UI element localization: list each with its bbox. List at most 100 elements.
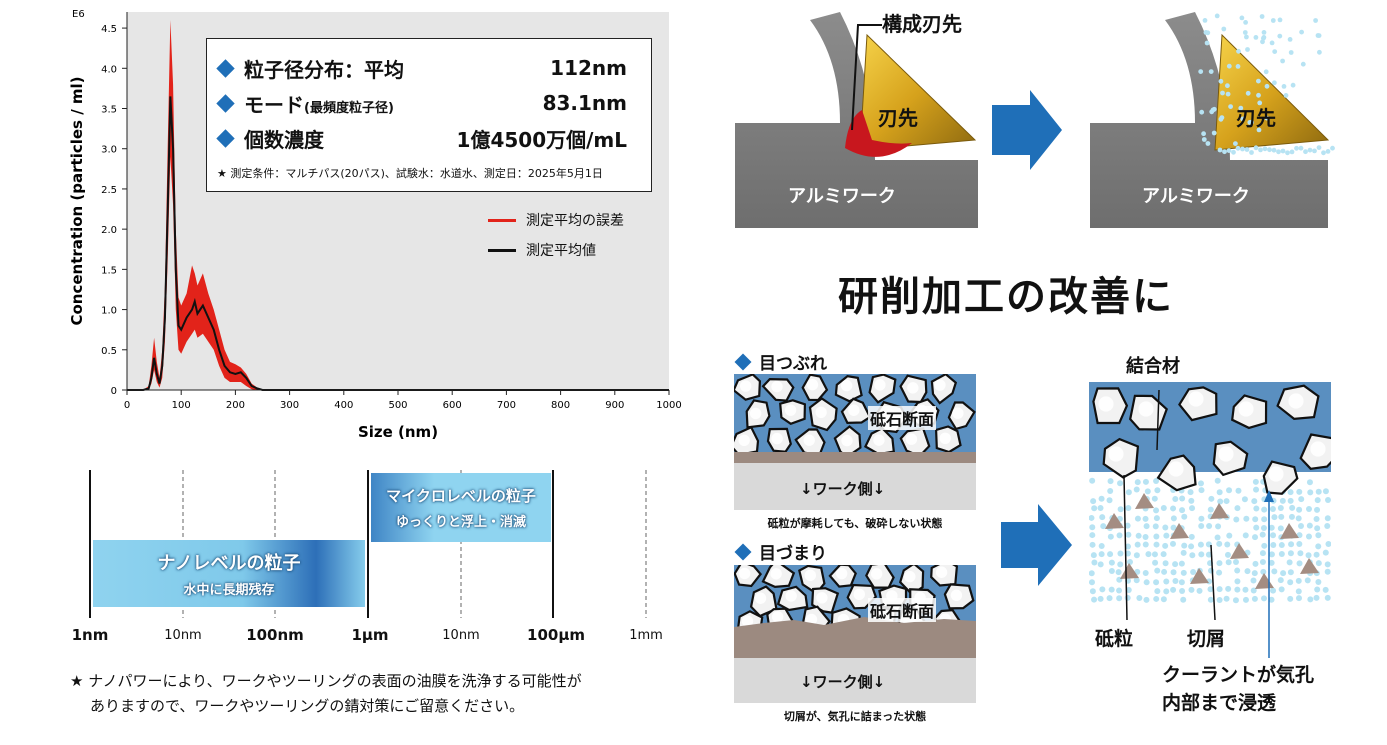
- coolant-bubble: [1244, 34, 1249, 40]
- coolant-bubble: [1153, 478, 1160, 485]
- coolant-bubble: [1251, 498, 1258, 505]
- cutting-edge-diagrams: [735, 12, 1335, 228]
- coolant-bubble: [1089, 532, 1096, 539]
- coolant-bubble: [1277, 525, 1284, 532]
- coolant-bubble: [1283, 93, 1289, 98]
- coolant-bubble: [1268, 596, 1275, 603]
- coolant-bubble: [1294, 145, 1299, 151]
- coolant-bubble: [1299, 29, 1304, 35]
- coolant-bubble: [1263, 69, 1269, 75]
- measurement-conditions: ★ 測定条件：マルチパス(20パス)、試験水：水道水、測定日：2025年5月1日: [217, 167, 603, 180]
- coolant-bubble: [1160, 504, 1167, 511]
- coolant-bubble: [1144, 488, 1151, 495]
- abrasive-grain-highlight: [939, 432, 951, 445]
- chip-particle: [1280, 523, 1299, 539]
- coolant-bubble: [1153, 533, 1160, 540]
- coolant-bubble: [1289, 504, 1296, 511]
- coolant-bubble: [1181, 513, 1188, 520]
- abrasive-grain-highlight: [1138, 401, 1154, 417]
- stats-box: 粒子径分布：平均 112nm モード(最頻度粒子径) 83.1nm 個数濃度 1…: [206, 38, 652, 192]
- coolant-bubble: [1172, 561, 1179, 568]
- coolant-bubble: [1271, 514, 1278, 521]
- coolant-bubble: [1097, 505, 1104, 512]
- glazing-heading: 目つぶれ: [734, 349, 827, 374]
- coolant-bubble: [1216, 586, 1223, 593]
- coolant-bubble: [1244, 568, 1251, 575]
- coolant-bubble: [1272, 49, 1278, 54]
- built-up-edge-label: 構成刃先: [882, 12, 962, 36]
- work-label-left: アルミワーク: [788, 186, 896, 207]
- coolant-bubble: [1286, 559, 1293, 566]
- coolant-bubble: [1325, 149, 1331, 154]
- abrasive-grain-highlight: [749, 407, 762, 420]
- coolant-bubble: [1107, 533, 1114, 540]
- coolant-bubble: [1235, 64, 1241, 69]
- abrasive-grain-highlight: [771, 611, 784, 623]
- abrasive-grain-highlight: [835, 567, 848, 580]
- coolant-bubble: [1218, 116, 1224, 122]
- coolant-bubble: [1297, 550, 1304, 557]
- stat-mean-label: 粒子径分布：平均: [244, 57, 404, 82]
- coolant-bubble: [1305, 506, 1312, 513]
- coolant-bubble: [1179, 495, 1186, 502]
- coolant-bubble: [1305, 552, 1312, 559]
- coolant-bubble: [1179, 587, 1186, 594]
- coolant-bubble: [1264, 115, 1270, 121]
- abrasive-grain-highlight: [874, 379, 886, 391]
- x-tick-label: 0: [124, 400, 130, 411]
- coolant-bubble: [1206, 522, 1213, 529]
- coolant-bubble: [1306, 479, 1313, 486]
- scale-label-1nm: 1nm: [71, 626, 109, 644]
- built-up-edge: [845, 110, 912, 157]
- abrasive-grain-highlight: [1188, 391, 1204, 407]
- abrasive-grain-highlight: [905, 433, 918, 445]
- coolant-bubble: [1307, 147, 1313, 153]
- coolant-bubble: [1198, 69, 1204, 74]
- coolant-bubble: [1226, 532, 1233, 539]
- coolant-bubble: [1270, 541, 1277, 548]
- coolant-bubble: [1252, 560, 1259, 567]
- glazing-work-side: ↓ワーク側↓: [800, 480, 886, 498]
- diamond-icon: [734, 543, 752, 560]
- stat-mean: 粒子径分布：平均 112nm: [215, 53, 627, 83]
- y-tick-label: 3.0: [101, 145, 117, 156]
- micro-level-subtitle: ゆっくりと浮上・消滅: [395, 515, 526, 530]
- coolant-bubble: [1116, 587, 1123, 594]
- legend-mean-label: 測定平均値: [526, 243, 596, 259]
- chips-label: 切屑: [1187, 628, 1226, 650]
- coolant-bubbles: [1198, 13, 1335, 156]
- coolant-bubble: [1288, 513, 1295, 520]
- coolant-bubble: [1234, 586, 1241, 593]
- abrasive-grain-highlight: [803, 434, 815, 446]
- arrow-right-icon: [992, 90, 1062, 170]
- coolant-bubble: [1252, 534, 1259, 541]
- coolant-bubble: [1298, 496, 1305, 503]
- coolant-bubble: [1163, 532, 1170, 539]
- coolant-bubble: [1253, 524, 1260, 531]
- coolant-bubble: [1298, 145, 1304, 151]
- y-tick-label: 4.0: [101, 64, 117, 75]
- coolant-bubble: [1268, 551, 1275, 558]
- coolant-bubble: [1224, 551, 1231, 558]
- coolant-bubble: [1259, 531, 1266, 538]
- coolant-bubble: [1271, 147, 1277, 153]
- coolant-bubble: [1214, 534, 1221, 541]
- coolant-bubble: [1225, 91, 1231, 97]
- glazing-section-label: 砥石断面: [868, 406, 937, 430]
- coolant-bubble: [1198, 487, 1205, 494]
- coolant-bubble: [1142, 534, 1149, 541]
- coolant-bubble: [1300, 61, 1306, 67]
- coolant-bubble: [1207, 506, 1214, 513]
- coolant-bubble: [1198, 523, 1205, 530]
- coolant-bubble: [1133, 486, 1140, 493]
- coolant-bubble: [1314, 497, 1321, 504]
- coolant-bubble: [1287, 569, 1294, 576]
- abrasive-grain-highlight: [1268, 466, 1284, 482]
- abrasive-grain-highlight: [907, 382, 919, 394]
- coolant-bubble: [1280, 148, 1286, 154]
- coolant-bubble: [1116, 532, 1123, 539]
- stat-mode-label: モード(最頻度粒子径): [244, 92, 394, 117]
- coolant-bubble: [1188, 497, 1195, 504]
- coolant-bubble: [1314, 586, 1321, 593]
- abrasive-grain-highlight: [870, 568, 883, 580]
